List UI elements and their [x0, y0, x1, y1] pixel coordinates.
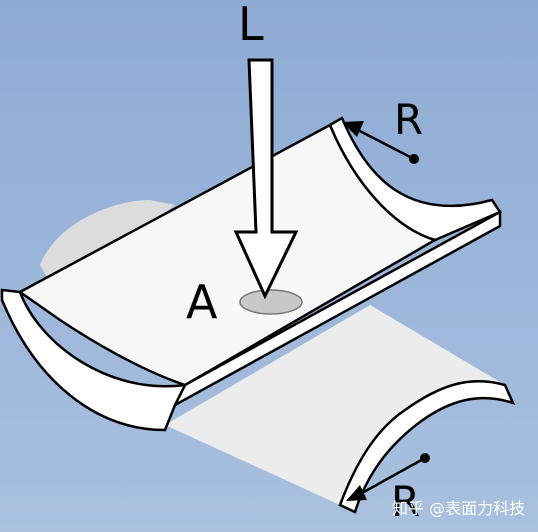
- label-contact-area: A: [186, 275, 218, 329]
- label-radius-top: R: [394, 95, 423, 144]
- radius-arrowhead-top: [342, 121, 364, 137]
- radius-center-dot-bottom: [420, 453, 430, 463]
- radius-center-dot-top: [409, 154, 419, 164]
- radius-indicator-bottom: [346, 453, 430, 501]
- radius-line-bottom: [361, 456, 426, 495]
- upper-cylinder-left-rim: [0, 288, 188, 432]
- load-arrow: [233, 58, 299, 300]
- upper-cylinder: [0, 116, 502, 432]
- lower-cylinder-front-body: [165, 305, 505, 505]
- watermark-text: 知乎 @表面力科技: [392, 499, 525, 518]
- contact-area-ellipse: [239, 289, 303, 315]
- radius-line-top: [355, 127, 415, 161]
- radius-indicator-top: [342, 121, 419, 164]
- radius-arrowhead-bottom: [346, 485, 367, 501]
- label-load: L: [238, 0, 264, 51]
- upper-cylinder-right-end: [328, 116, 502, 242]
- label-radius-bottom: R: [391, 477, 420, 526]
